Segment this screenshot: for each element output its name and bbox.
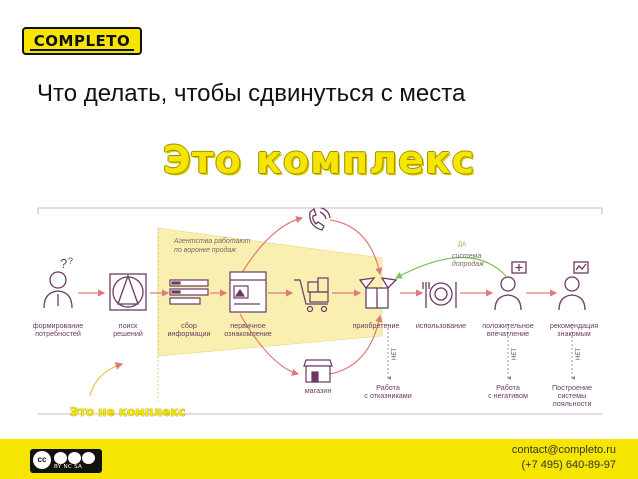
svg-text:?: ? xyxy=(68,256,73,266)
funnel-note-line: Агентства работают xyxy=(173,237,251,245)
license-icons xyxy=(54,451,100,464)
annotation-text: Это не комплекс xyxy=(70,405,185,419)
svg-text:?: ? xyxy=(60,256,67,271)
flow-arrows xyxy=(78,215,576,380)
no-label: НЕТ xyxy=(392,348,398,360)
no-label: НЕТ xyxy=(576,348,582,360)
cc-icon: cc xyxy=(33,451,51,469)
annotation-arrow xyxy=(89,362,124,397)
contact-phone[interactable]: (+7 495) 640-89-97 xyxy=(521,459,616,471)
feedback-yes: ДА xyxy=(458,242,466,248)
dinner-plate-icon xyxy=(422,282,457,308)
phone-icon xyxy=(309,207,331,231)
completo-logo: COMPLETO xyxy=(22,27,142,55)
big-title: Это комплекс xyxy=(162,138,476,182)
customer-journey-diagram: Агентства работают по воронке продаж ДА … xyxy=(33,207,603,419)
open-box-icon xyxy=(358,277,398,309)
sharealike-icon xyxy=(82,452,95,464)
person-recommend-icon xyxy=(558,261,589,311)
page-title: Что делать, чтобы сдвинуться с места xyxy=(37,80,466,107)
browser-window-icon xyxy=(229,271,267,313)
feedback-note-line: система xyxy=(452,253,481,260)
contact-email[interactable]: contact@completo.ru xyxy=(511,444,616,456)
bottom-label: магазин xyxy=(305,386,332,395)
license-tags: BY NC SA xyxy=(54,464,83,470)
logo-underline xyxy=(30,49,134,51)
feedback-note-line: допродаж xyxy=(452,260,485,268)
person-question-icon: ? ? xyxy=(43,256,73,309)
no-label: НЕТ xyxy=(512,348,518,360)
cc-license-badge[interactable]: cc BY NC SA xyxy=(30,449,102,473)
attribution-icon xyxy=(54,452,67,464)
stage-label: приобретение xyxy=(353,321,400,330)
shop-icon xyxy=(303,359,333,383)
stage-label: использование xyxy=(416,321,466,330)
funnel-note: Агентства работают по воронке продаж xyxy=(173,230,255,254)
logo-text: COMPLETO xyxy=(33,32,131,50)
info-list-icon xyxy=(169,279,209,305)
feedback-note: система допродаж xyxy=(452,245,486,268)
person-positive-icon xyxy=(494,261,527,311)
shopping-cart-icon xyxy=(294,277,329,313)
noncommercial-icon xyxy=(68,452,81,464)
search-compass-icon xyxy=(109,273,147,311)
funnel-note-line: по воронке продаж xyxy=(174,246,237,254)
footer-bar xyxy=(0,439,638,479)
